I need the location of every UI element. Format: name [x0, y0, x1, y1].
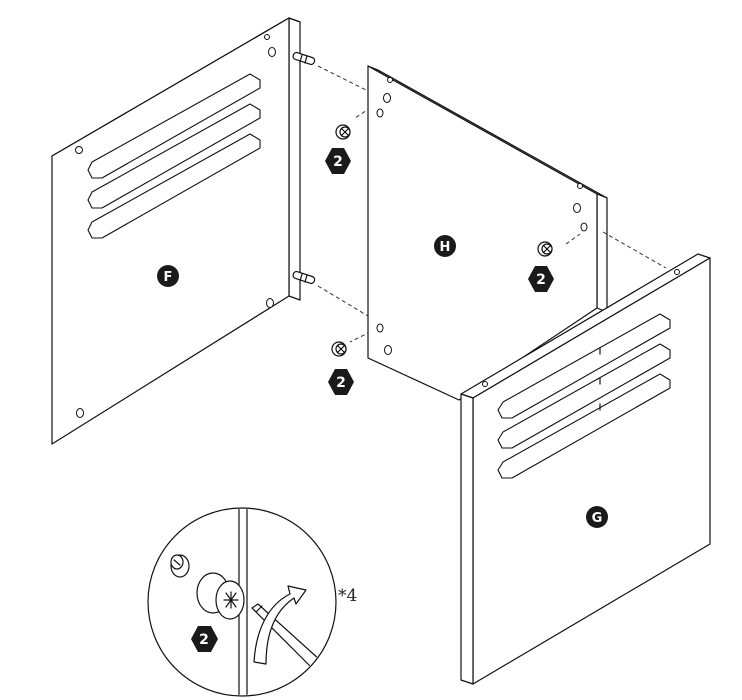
quantity-badge: 2: [325, 148, 351, 174]
panel-h: [367, 65, 608, 401]
dowel-pin-icon: [292, 51, 316, 66]
rotate-arrow-icon: [253, 585, 307, 665]
svg-text:2: 2: [333, 154, 343, 170]
panel-g: [460, 253, 711, 685]
cam-lock-icon: [335, 124, 351, 140]
cam-lock-icon: [331, 341, 347, 357]
panel-label-f: F: [157, 265, 179, 287]
svg-text:F: F: [164, 270, 173, 285]
cam-lock-icon: [196, 572, 245, 620]
panel-f: [51, 17, 301, 445]
detail-callout: 2: [147, 507, 337, 697]
cam-lock-icon: [537, 241, 553, 257]
cam-lock-icon: [170, 554, 190, 578]
quantity-badge: 2: [191, 626, 218, 652]
svg-text:2: 2: [536, 272, 546, 288]
detail-multiplier: *4: [338, 586, 357, 606]
quantity-badge: 2: [328, 369, 354, 395]
dowel-pin-icon: [292, 270, 316, 285]
svg-text:H: H: [440, 240, 451, 255]
quantity-badge: 2: [528, 266, 554, 292]
panel-label-g: G: [586, 506, 608, 528]
svg-text:2: 2: [336, 375, 346, 391]
panel-label-h: H: [434, 235, 456, 257]
svg-text:2: 2: [199, 632, 209, 648]
svg-text:G: G: [592, 511, 603, 526]
